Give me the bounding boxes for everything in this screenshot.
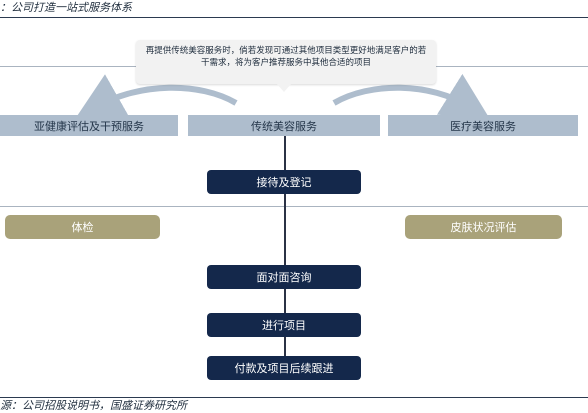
middle-connector-line [0, 206, 588, 207]
source-note: 源：公司招股说明书，国盛证券研究所 [0, 399, 187, 412]
bottom-rule [0, 397, 588, 398]
figure-title: ：公司打造一站式服务体系 [0, 1, 132, 14]
perform-procedure-box: 进行项目 [207, 313, 361, 337]
right-curved-arrow [332, 73, 491, 120]
physical-exam-box: 体检 [5, 215, 160, 239]
subhealth-service-box: 亚健康评估及干预服务 [0, 115, 178, 136]
top-connector-line [0, 66, 138, 67]
medical-beauty-service-box: 医疗美容服务 [388, 115, 578, 136]
payment-followup-box: 付款及项目后续跟进 [207, 356, 361, 380]
recommendation-callout: 再提供传统美容服务时，倘若发现可通过其他项目类型更好地满足客户的若干需求，将为客… [136, 40, 436, 84]
top-rule [0, 17, 588, 18]
face-to-face-consultation-box: 面对面咨询 [207, 265, 361, 289]
reception-registration-box: 接待及登记 [207, 170, 361, 194]
skin-assessment-box: 皮肤状况评估 [405, 215, 562, 239]
callout-tail [277, 84, 291, 92]
flow-spine [284, 134, 286, 374]
top-connector-line-right [436, 66, 588, 67]
traditional-beauty-service-box: 传统美容服务 [188, 115, 380, 136]
left-curved-arrow [75, 74, 238, 119]
